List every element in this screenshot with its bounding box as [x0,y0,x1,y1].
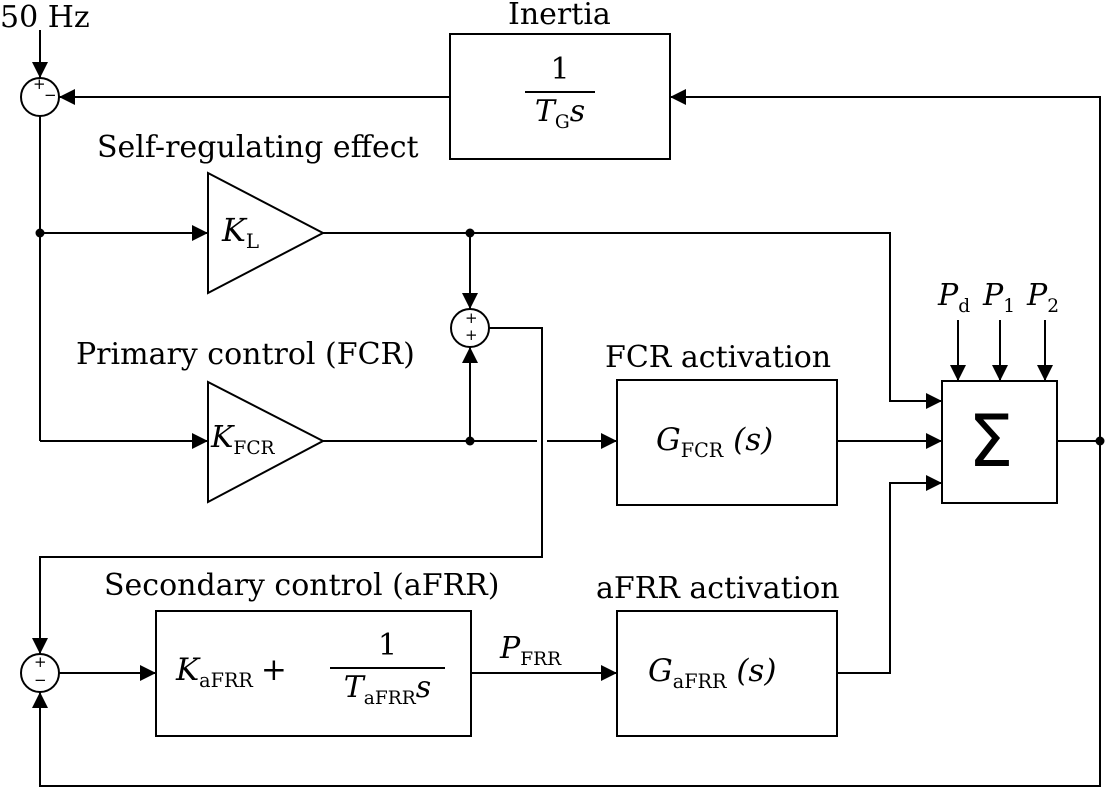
secondary-den-variable: s [415,670,432,705]
signal-symbol: P [983,278,1004,313]
gain-symbol: K [176,652,200,688]
secondary-integral-term: 1 TaFRRs [330,628,445,707]
tf-subscript: FCR [680,438,724,462]
signal-subscript: 2 [1047,295,1060,317]
input-reference-label: 50 Hz [0,0,90,35]
p-2-input-label: P2 [1027,278,1059,316]
branch-dot [465,436,475,446]
gain-symbol: K [222,211,246,249]
tf-symbol: G [656,422,681,458]
inertia-den-subscript: G [554,111,570,133]
junction-mid-plus-top: + [465,309,478,327]
fcr-activation-caption: FCR activation [605,340,832,375]
branch-dot [35,228,45,238]
inertia-numerator: 1 [550,52,570,87]
tf-subscript: aFRR [672,669,727,693]
gain-subscript: FCR [233,437,275,459]
signal-subscript: FRR [520,648,562,670]
plus-sign: + [260,652,287,688]
inertia-den-symbol: T [534,94,555,129]
p-frr-signal-label: PFRR [500,631,561,669]
self-regulating-gain-label: KL [222,211,259,251]
sum-symbol: Σ [968,399,1014,483]
secondary-numerator: 1 [377,628,398,663]
branch-dot [465,228,475,238]
fcr-activation-transfer-label: GFCR (s) [656,422,774,460]
p-1-input-label: P1 [983,278,1015,316]
junction-mid-plus-bottom: + [465,326,478,344]
signal-subscript: d [958,295,971,317]
tf-symbol: G [648,653,673,689]
junction-top-minus: − [44,86,57,104]
fraction-bar [330,667,445,669]
tf-argument: (s) [736,653,777,689]
signal-symbol: P [1027,278,1048,313]
gain-symbol: K [211,420,234,455]
inertia-transfer-function: 1 TGs [525,52,595,131]
primary-control-gain-label: KFCR [211,420,275,458]
secondary-den-subscript: aFRR [363,687,416,709]
inertia-caption: Inertia [508,0,611,32]
branch-dot [1095,436,1105,446]
primary-control-caption: Primary control (FCR) [76,337,415,372]
afrr-activation-transfer-label: GaFRR (s) [648,653,777,691]
signal-symbol: P [500,631,521,666]
junction-bottom-plus: + [34,653,47,671]
signal-subscript: 1 [1003,295,1016,317]
junction-bottom-minus: − [34,671,47,689]
self-regulating-caption: Self-regulating effect [97,130,419,165]
junction-top-plus: + [33,75,46,93]
p-d-input-label: Pd [938,278,970,316]
gain-subscript: L [245,229,260,253]
gain-subscript: aFRR [199,668,253,692]
secondary-control-caption: Secondary control (aFRR) [104,568,500,603]
fraction-bar [525,91,595,93]
secondary-gain-label: KaFRR + [176,652,287,690]
signal-symbol: P [938,278,959,313]
afrr-activation-caption: aFRR activation [596,571,840,606]
tf-argument: (s) [733,422,774,458]
inertia-den-variable: s [569,94,586,129]
fcr-activation-block [616,379,838,506]
secondary-den-symbol: T [343,670,364,705]
